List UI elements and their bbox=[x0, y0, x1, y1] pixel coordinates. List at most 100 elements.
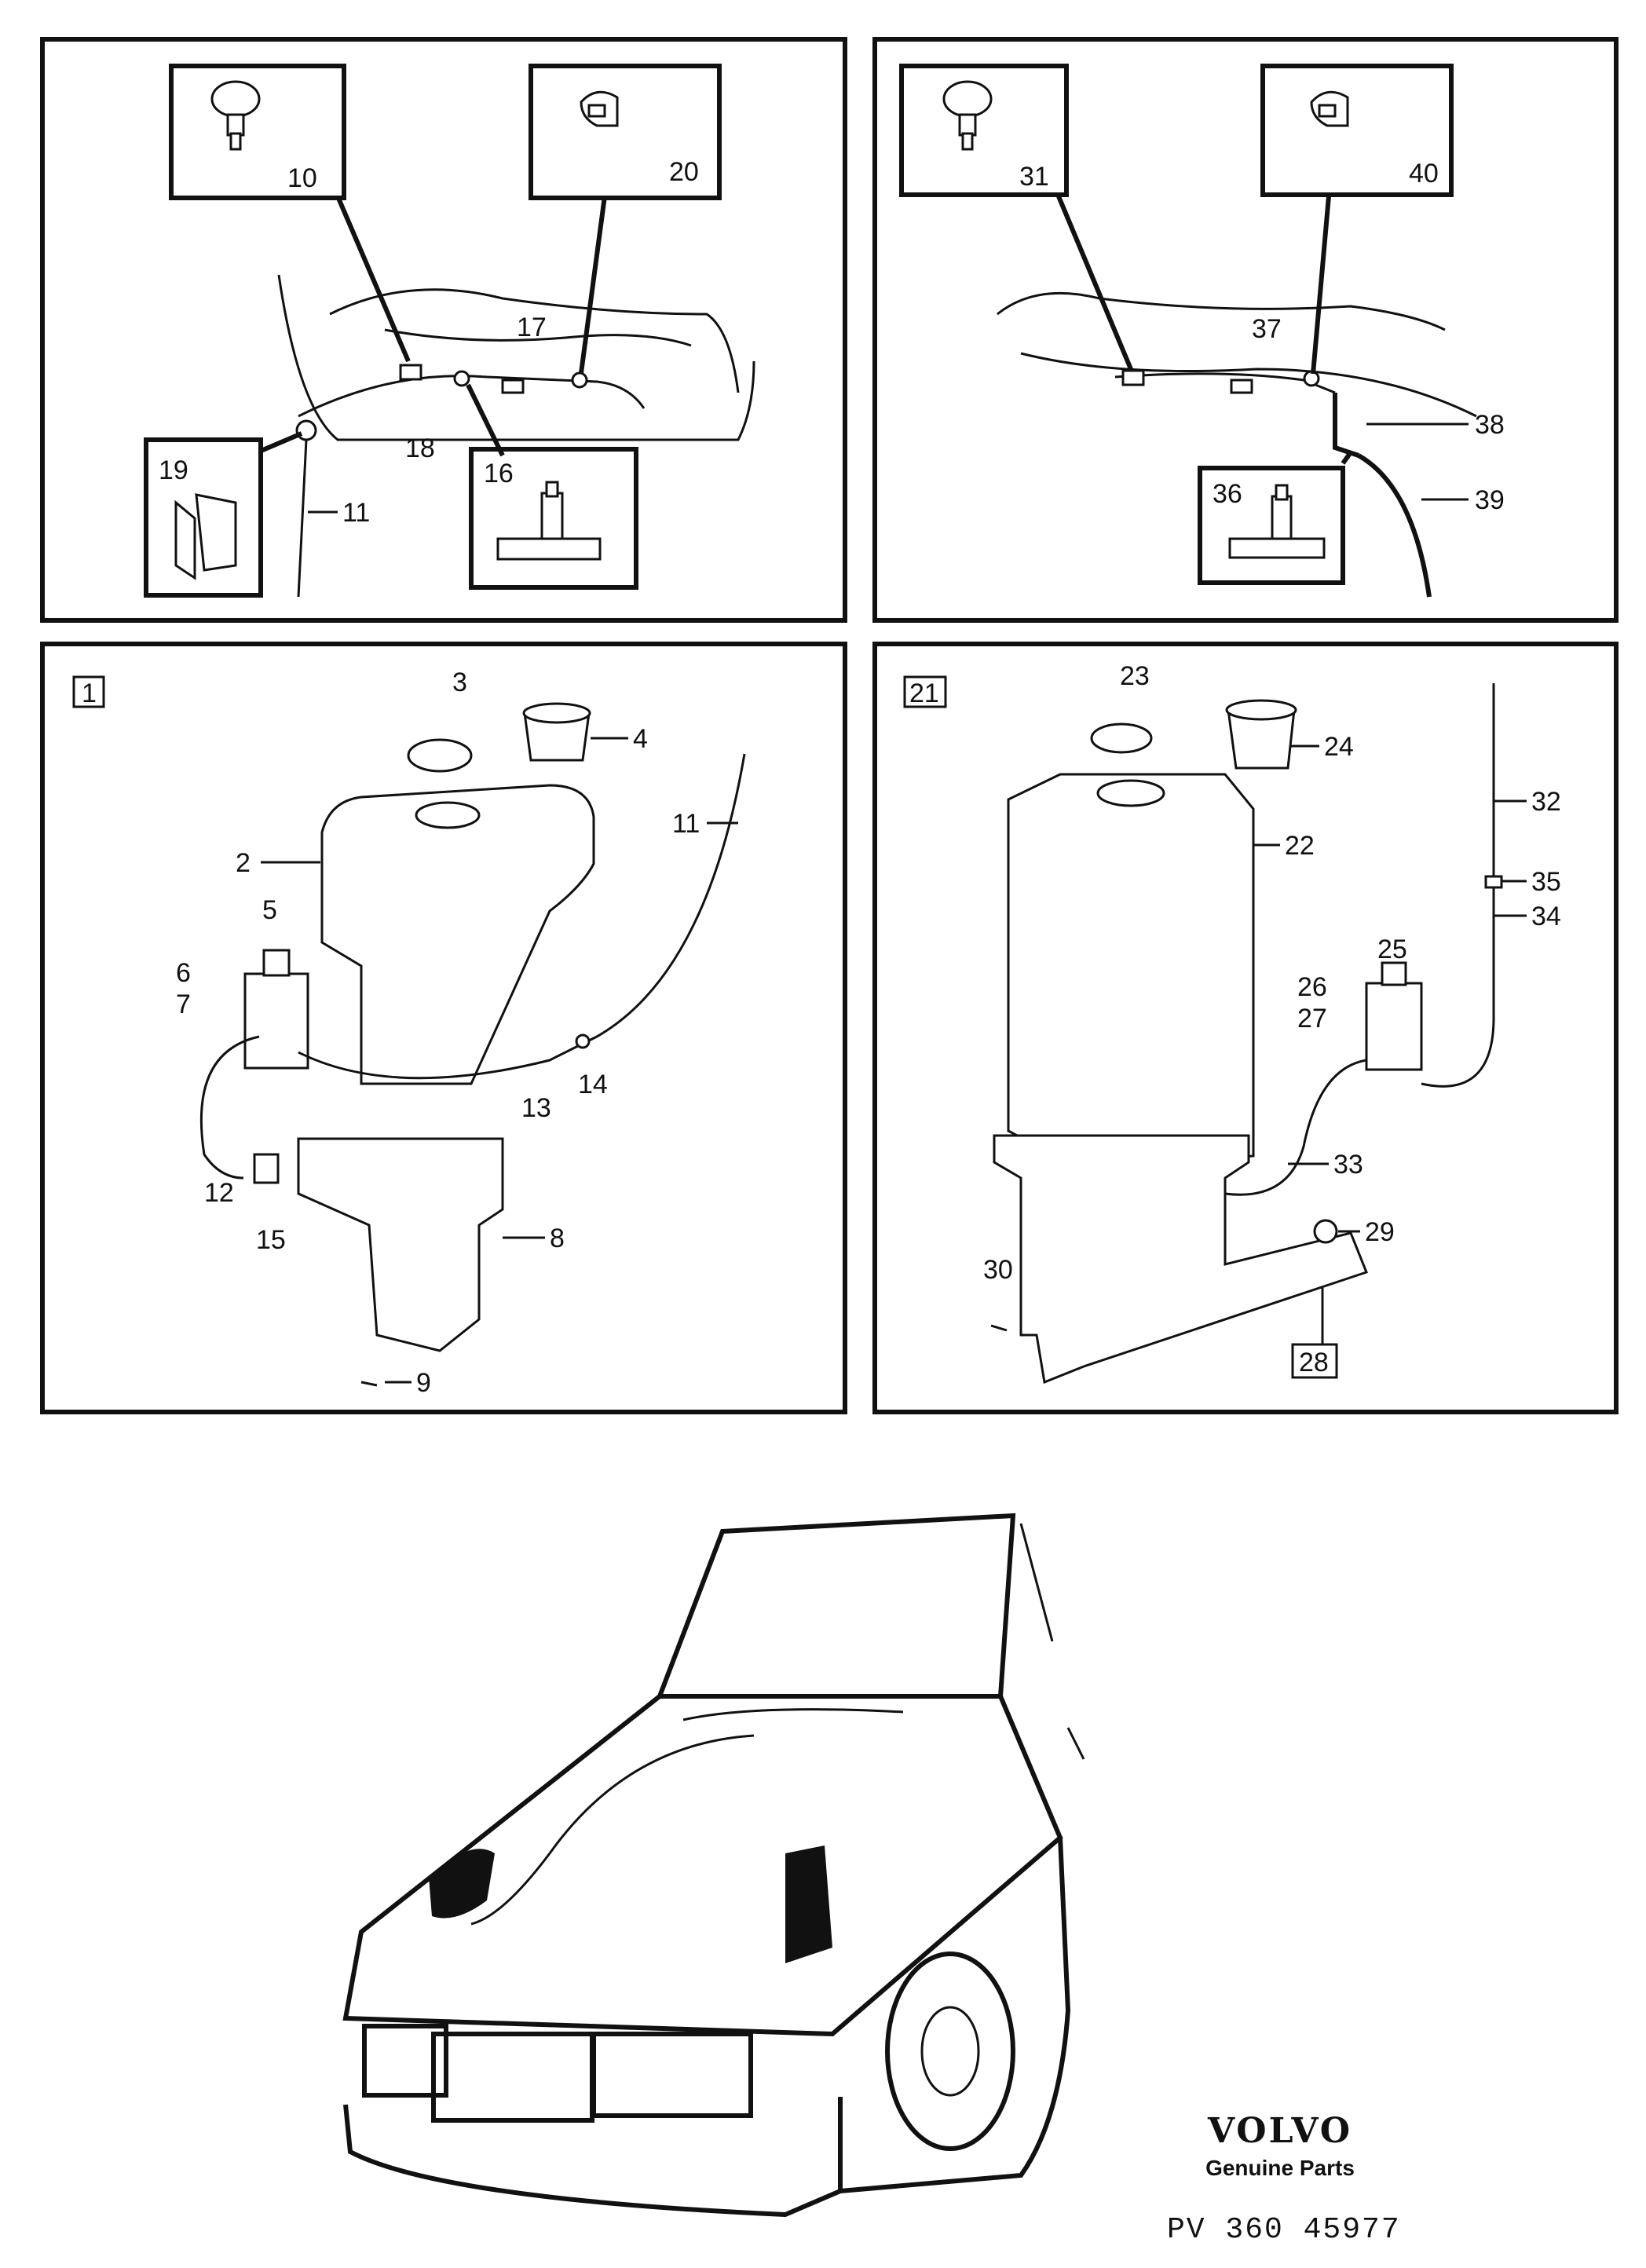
headlamp-left bbox=[362, 2024, 448, 2098]
screw-30 bbox=[990, 1324, 1008, 1332]
hose-connector-14 bbox=[575, 1033, 591, 1049]
nozzle-center bbox=[1230, 379, 1253, 394]
label-4: 4 bbox=[633, 724, 648, 754]
label-11: 11 bbox=[672, 809, 700, 839]
washer-reservoir bbox=[1007, 773, 1255, 1169]
callout-label-36: 36 bbox=[1213, 479, 1242, 509]
boxed-label-28: 28 bbox=[1299, 1348, 1329, 1377]
nozzle-left bbox=[1121, 369, 1145, 386]
label-3: 3 bbox=[452, 668, 467, 697]
label-14: 14 bbox=[578, 1070, 608, 1099]
cowl-outline bbox=[277, 274, 755, 441]
label-39: 39 bbox=[1475, 485, 1505, 515]
callout-label-16: 16 bbox=[484, 459, 514, 488]
clip-mark bbox=[295, 419, 317, 441]
label-30: 30 bbox=[983, 1255, 1013, 1285]
callout-box-36 bbox=[1198, 466, 1345, 585]
label-34: 34 bbox=[1531, 902, 1561, 931]
reservoir-filler-neck bbox=[1096, 779, 1165, 807]
leader-31 bbox=[1056, 195, 1133, 371]
reservoir-filler-neck bbox=[415, 801, 481, 829]
boxed-number-21: 21 bbox=[909, 679, 939, 708]
washer-hose-line bbox=[682, 1708, 904, 1721]
boxed-label-frame bbox=[1291, 1343, 1338, 1379]
label-32: 32 bbox=[1531, 787, 1561, 817]
hose-33 bbox=[1224, 1059, 1367, 1196]
panel-frame bbox=[872, 642, 1619, 1414]
grommet-29 bbox=[1313, 1219, 1338, 1244]
leader-19 bbox=[258, 431, 303, 454]
label-38: 38 bbox=[1475, 410, 1505, 440]
label-35: 35 bbox=[1531, 867, 1561, 897]
pump-top bbox=[262, 949, 291, 977]
t-connector-icon bbox=[496, 481, 602, 561]
leader-20 bbox=[579, 196, 607, 374]
boxed-number-frame bbox=[72, 675, 105, 708]
washer-reservoir bbox=[320, 784, 595, 1085]
label-8: 8 bbox=[550, 1224, 565, 1253]
brand-subtitle: Genuine Parts bbox=[1205, 2156, 1355, 2180]
label-9: 9 bbox=[416, 1368, 431, 1398]
boxed-number-1: 1 bbox=[82, 679, 97, 708]
reservoir-cap bbox=[1090, 722, 1153, 754]
hood-outline bbox=[342, 1694, 1063, 2037]
hose-13-11 bbox=[298, 753, 746, 1080]
brand-block: VOLVO Genuine Parts bbox=[1178, 2111, 1382, 2181]
label-5: 5 bbox=[262, 895, 277, 925]
windshield-frame bbox=[997, 291, 1446, 331]
callout-box-20 bbox=[529, 64, 722, 200]
washer-hose bbox=[1114, 372, 1336, 394]
nozzle-icon bbox=[942, 80, 993, 151]
connector-35 bbox=[1484, 875, 1503, 889]
strainer-rim bbox=[522, 702, 591, 724]
label-24: 24 bbox=[1324, 732, 1354, 762]
callout-label-20: 20 bbox=[669, 157, 699, 187]
t-connector-icon bbox=[1228, 484, 1326, 559]
strainer-rim bbox=[1225, 699, 1297, 721]
reservoir-bracket bbox=[993, 1134, 1368, 1385]
label-33: 33 bbox=[1333, 1150, 1363, 1180]
nozzle-center bbox=[501, 379, 525, 394]
washer-hose-run bbox=[470, 1734, 755, 1926]
nozzle-left bbox=[399, 364, 422, 381]
grille bbox=[431, 2032, 594, 2123]
t-connector-mark bbox=[453, 370, 470, 387]
callout-label-31: 31 bbox=[1019, 162, 1049, 192]
label-13: 13 bbox=[521, 1093, 551, 1123]
hubcap bbox=[920, 2006, 980, 2097]
label-6: 6 bbox=[176, 958, 191, 988]
label-2: 2 bbox=[236, 848, 251, 878]
hose-clip-mark bbox=[571, 371, 588, 389]
panel-frame bbox=[872, 37, 1619, 623]
spring-clip-icon bbox=[174, 493, 237, 580]
panel-frame bbox=[40, 37, 847, 623]
grommet-15 bbox=[253, 1153, 280, 1184]
pump-top bbox=[1381, 961, 1407, 986]
leader-40 bbox=[1311, 196, 1331, 375]
label-37: 37 bbox=[1252, 314, 1282, 344]
washer-pump bbox=[243, 972, 309, 1070]
cowl-outline bbox=[1020, 352, 1477, 418]
callout-box-16 bbox=[469, 447, 638, 590]
label-26: 26 bbox=[1297, 972, 1327, 1002]
label-29: 29 bbox=[1365, 1217, 1395, 1247]
hose-down bbox=[297, 439, 308, 598]
reservoir-location-left bbox=[429, 1849, 495, 1919]
reservoir-cap bbox=[407, 738, 473, 773]
panel-top-right: 31 40 36 37 38 39 bbox=[872, 37, 1619, 623]
label-7: 7 bbox=[176, 990, 191, 1019]
label-22: 22 bbox=[1285, 831, 1315, 861]
leader-16 bbox=[466, 383, 505, 457]
panel-top-left: 10 20 16 19 17 18 11 bbox=[40, 37, 847, 623]
callout-box-31 bbox=[899, 64, 1069, 197]
callout-label-19: 19 bbox=[159, 455, 188, 485]
label-15: 15 bbox=[256, 1225, 286, 1255]
leader-10 bbox=[335, 195, 411, 363]
label-17: 17 bbox=[517, 313, 547, 342]
volvo-logo: VOLVO bbox=[1207, 2111, 1353, 2151]
leader-36 bbox=[1341, 451, 1353, 465]
callout-box-10 bbox=[169, 64, 346, 200]
front-wheel bbox=[885, 1952, 1015, 2151]
reservoir-location-right bbox=[785, 1845, 832, 1963]
part-catalog-code: PV 360 45977 bbox=[1167, 2213, 1401, 2247]
